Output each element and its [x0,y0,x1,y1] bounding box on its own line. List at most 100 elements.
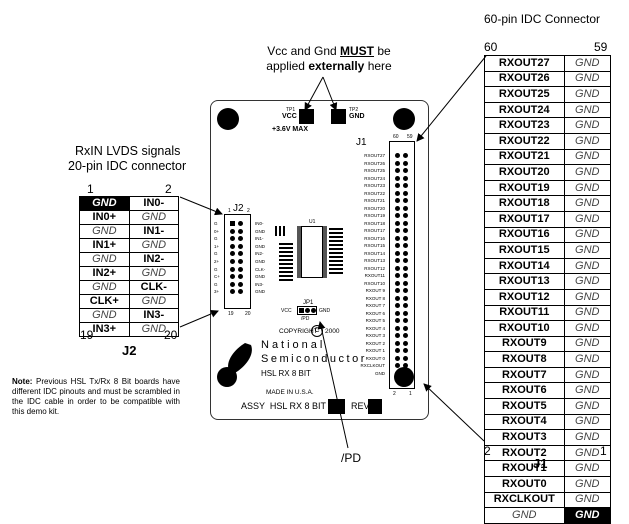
pinout-row: IN1+GND [79,238,180,253]
header-pin [395,363,400,368]
pin-cell-right: GND [563,507,612,524]
header-pin [395,175,400,181]
pin-cell-right: GND [563,273,612,290]
pin-cell-right: GND [563,366,612,384]
header-pin [395,310,400,316]
j1-silk-signal: RXOUT17 [364,228,385,233]
j2-silk-signal: GND [255,274,265,280]
j2-silk-signal: IN2- [255,251,264,257]
header-pin [403,355,408,361]
power-note-text: be [374,44,391,58]
header-pin [403,190,408,196]
pin-cell-right: GND [563,70,612,88]
j1-silk-signal: GND [375,370,385,376]
j1-silk-signal: RXOUT12 [364,265,385,271]
j2-silk-signal: GND [255,289,265,295]
resistor-array [329,226,343,274]
assy-label: ASSY HSL RX 8 BIT [241,401,327,411]
pinout-row: IN3+GND [79,322,180,337]
pin-cell-right: GND [563,413,612,431]
pin-cell-right: GND [563,429,612,446]
header-pin [395,190,400,196]
vcc-test-point[interactable] [299,109,314,124]
j2-silk-signal: 2+ [214,258,220,264]
pin-cell-left: RXOUT27 [484,55,565,72]
header-pin [395,168,400,173]
j1-silk-pin60: 60 [393,134,399,140]
product-label: HSL RX 8 BIT [261,369,311,378]
jp1-pin [298,308,304,313]
j2-silk-signal: G [214,266,218,272]
j2-silk-signal: G [214,236,218,242]
rev-label: REV [351,401,370,411]
made-in-label: MADE IN U.S.A. [266,389,314,396]
j1-silk-signal: RXOUT13 [364,258,385,263]
pin-cell-left: RXOUT17 [484,210,565,228]
pin-cell-right: GND [128,238,180,253]
j1-header-pins [395,153,409,376]
j1-silk-signal: RXOUT25 [364,168,385,173]
pin-cell-right: IN2- [128,252,180,267]
power-note-must: MUST [340,44,375,58]
j2-header-outline [224,214,251,309]
assy-box [328,399,345,414]
pin-cell-right: GND [563,164,612,181]
header-pin [395,280,400,286]
j2-label: J2 [122,343,137,358]
j2-silk-signal: 1+ [214,243,220,249]
jp1-jumper[interactable] [297,306,317,315]
pin-cell-left: RXOUT24 [484,101,565,119]
vcc-label: VCC [282,113,297,120]
header-pin [403,168,408,173]
pin-cell-right: GND [563,117,612,134]
pin-cell-left: RXOUT19 [484,179,565,197]
header-pin [403,273,408,278]
pin-cell-left: RXOUT9 [484,335,565,353]
pin-cell-right: GND [563,491,612,509]
mounting-hole [217,108,239,130]
j1-silk-signal: RXOUT 0 [365,355,385,361]
header-pin [403,295,408,301]
pin-cell-right: IN1- [128,224,180,239]
header-pin [395,265,400,271]
power-note-text: Vcc and Gnd [267,44,341,58]
pin-cell-right: GND [128,294,180,309]
brand-semiconductor: Semiconductor [261,353,367,365]
j1-silk-signal: RXOUT27 [364,153,385,158]
gnd-test-point[interactable] [331,109,346,124]
header-pin [403,153,408,158]
header-pin [395,348,400,353]
header-pin [403,318,408,323]
power-note-text: here [364,59,392,73]
header-pin [395,295,400,301]
pin-cell-right: GND [128,266,180,281]
pin-cell-left: RXOUT20 [484,164,565,181]
pin-cell-left: RXOUT5 [484,398,565,415]
j2-silk-signal: G [214,251,218,257]
header-pin [403,303,408,308]
pin-cell-right: GND [563,86,612,103]
j1-pin-60-label: 60 [484,40,498,54]
pin-cell-right: IN3- [128,308,180,323]
copyright-year: 2000 [325,328,340,335]
header-pin [395,160,400,166]
pin-cell-right: CLK- [128,280,180,295]
pin-cell-left: RXOUT6 [484,382,565,400]
pin-cell-right: GND [563,210,612,228]
